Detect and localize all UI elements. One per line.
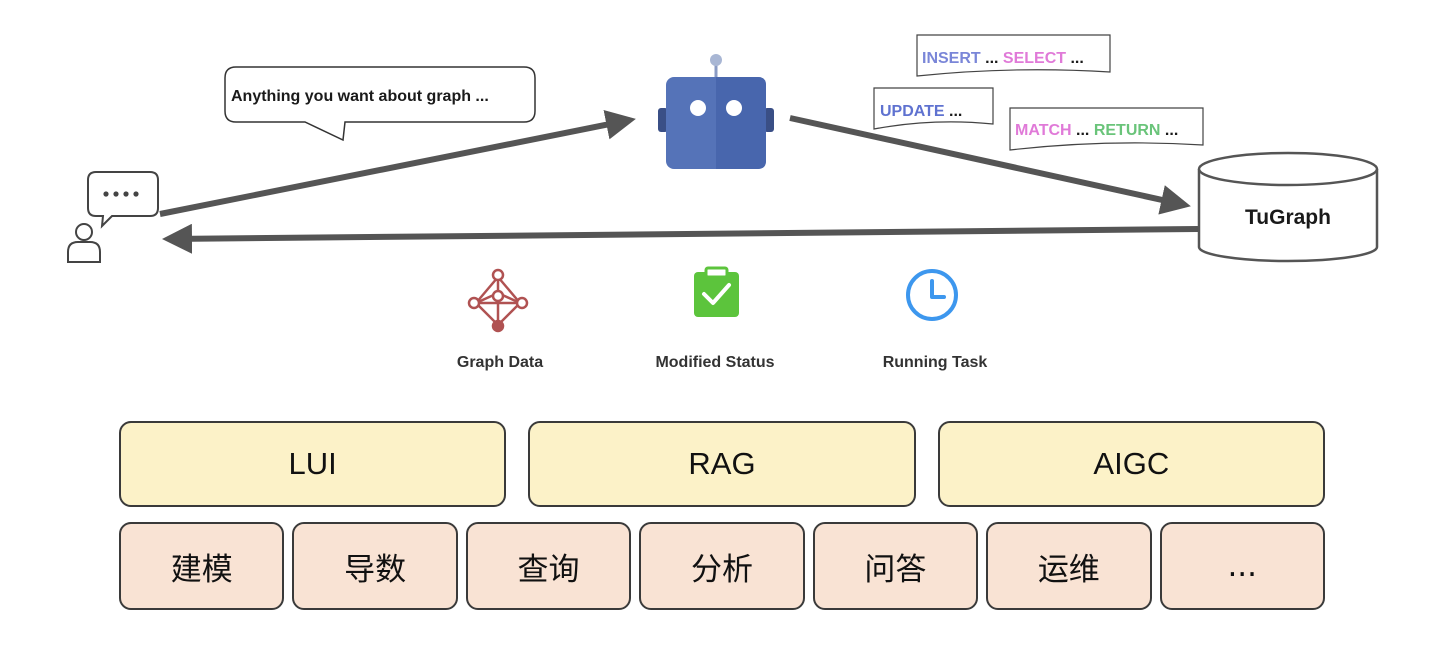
robot-icon (658, 54, 774, 169)
capability-layer: LUI RAG AIGC (119, 421, 1325, 507)
graph-network-icon (467, 268, 529, 333)
select-keyword: SELECT (1003, 50, 1066, 67)
svg-text:MATCH ... RETURN ...: MATCH ... RETURN ... (1015, 122, 1178, 139)
scenario-operations: 运维 (986, 522, 1152, 610)
scenario-import: 导数 (292, 522, 458, 610)
scenario-analysis: 分析 (639, 522, 805, 610)
match-keyword: MATCH (1015, 122, 1072, 139)
arrow-bot-to-tugraph (789, 115, 1191, 215)
modified-status-label: Modified Status (655, 354, 774, 371)
arrow-user-to-bot (159, 109, 636, 217)
insert-keyword: INSERT (922, 50, 981, 67)
return-tail: ... (1160, 122, 1178, 139)
arrow-tugraph-to-user (162, 223, 1199, 254)
insert-separator: ... (981, 50, 1003, 67)
query-card-insert-select: INSERT ... SELECT ... (916, 34, 1111, 77)
running-task-label: Running Task (883, 354, 988, 371)
query-card-update: UPDATE ... (873, 87, 994, 130)
capability-lui: LUI (119, 421, 507, 507)
update-keyword: UPDATE (880, 103, 945, 120)
svg-text:INSERT ... SELECT ...: INSERT ... SELECT ... (922, 50, 1084, 67)
query-card-match-return: MATCH ... RETURN ... (1009, 107, 1204, 151)
clock-icon (906, 269, 958, 321)
clipboard-check-icon (694, 266, 739, 317)
svg-text:UPDATE ...: UPDATE ... (880, 103, 962, 120)
select-tail: ... (1066, 50, 1084, 67)
scenario-query: 查询 (465, 522, 632, 610)
match-separator: ... (1072, 122, 1094, 139)
scenario-layer: 建模 导数 查询 分析 问答 运维 ... (119, 522, 1325, 610)
architecture-diagram: Anything you want about graph ... INSERT… (67, 34, 1379, 371)
return-keyword: RETURN (1094, 122, 1161, 139)
capability-aigc: AIGC (937, 421, 1325, 507)
graph-data-label: Graph Data (457, 354, 543, 371)
scenario-more: ... (1159, 522, 1325, 610)
speech-bubble-text: Anything you want about graph ... (231, 88, 489, 105)
capability-rag: RAG (528, 421, 916, 507)
scenario-modeling: 建模 (119, 522, 285, 610)
tugraph-database-icon: TuGraph (1197, 151, 1379, 263)
speech-bubble: Anything you want about graph ... (224, 66, 536, 142)
update-tail: ... (945, 103, 963, 120)
tugraph-label: TuGraph (1245, 206, 1331, 229)
scenario-qa: 问答 (812, 522, 979, 610)
user-chat-icon (67, 171, 159, 263)
